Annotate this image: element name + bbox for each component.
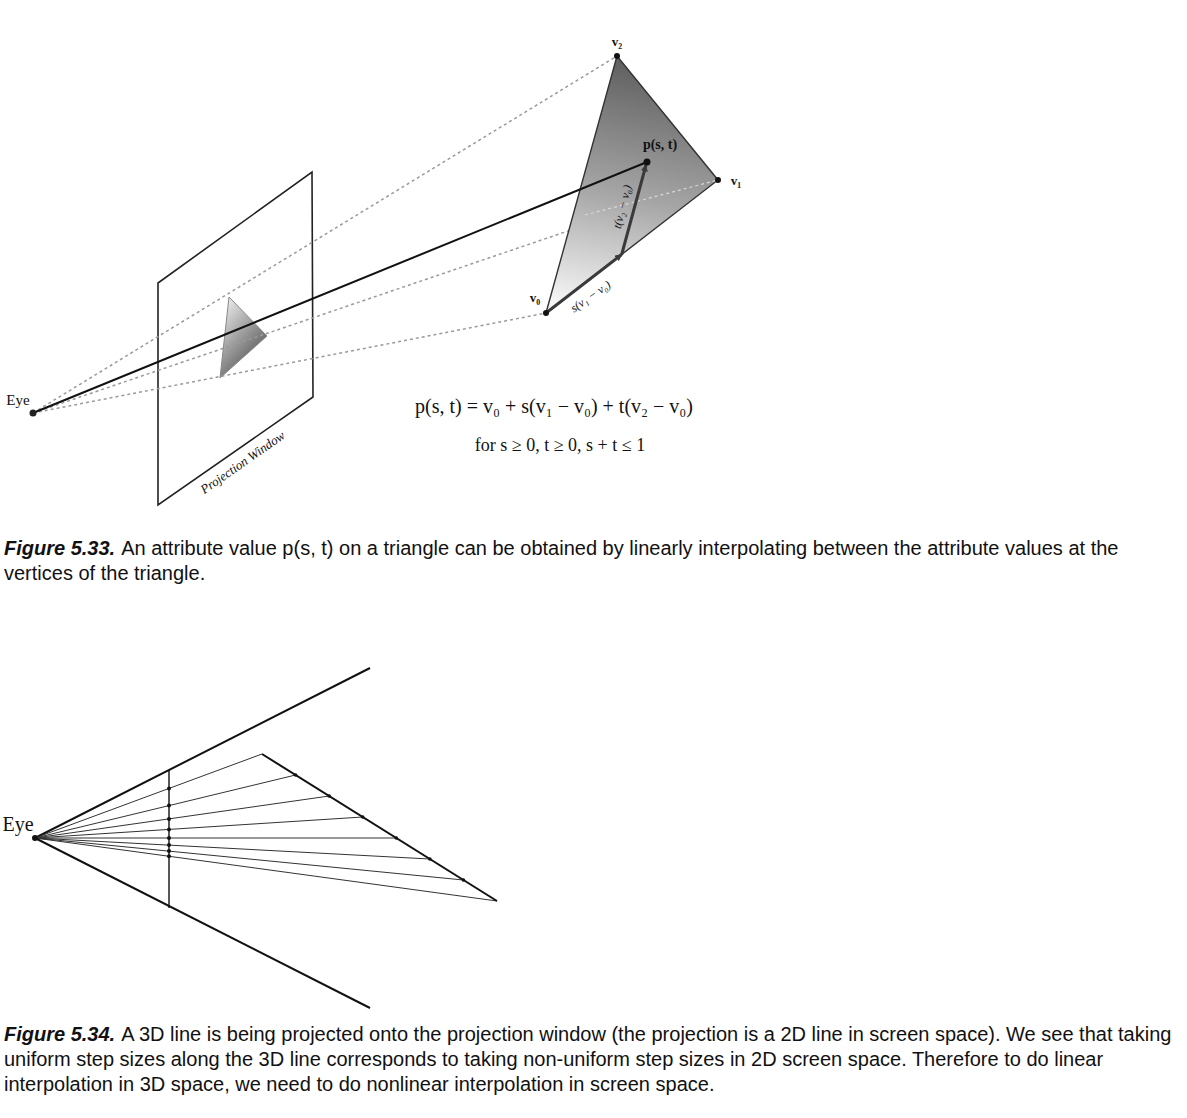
view-ray	[33, 162, 647, 413]
eye-label: Eye	[2, 813, 33, 836]
caption-text: A 3D line is being projected onto the pr…	[4, 1023, 1171, 1095]
sample-rays	[35, 754, 497, 901]
eye-label: Eye	[6, 392, 29, 409]
formula: p(s, t) = v₀ + s(v₁ − v₀) + t(v₂ − v₀)	[415, 395, 693, 418]
vertex-label: v₀	[530, 291, 540, 306]
formula-condition: for s ≥ 0, t ≥ 0, s + t ≤ 1	[475, 435, 645, 456]
projected-triangle	[220, 297, 267, 378]
eye-point	[30, 410, 37, 417]
hidden-ray	[585, 180, 718, 215]
vertex-label: v₂	[612, 35, 622, 50]
projected-points	[167, 786, 171, 858]
vector-label: t(v₂ − v₀)	[611, 184, 635, 230]
vertex	[614, 53, 620, 59]
figure-number: Figure 5.33.	[4, 537, 115, 559]
figure-number: Figure 5.34.	[4, 1023, 115, 1045]
figure-caption: Figure 5.34.A 3D line is being projected…	[4, 1022, 1180, 1097]
window-label: Projection Window	[198, 428, 288, 497]
sample-points	[294, 773, 465, 882]
line-3d	[262, 754, 497, 901]
eye-point	[32, 835, 38, 841]
projection-rays	[33, 56, 718, 413]
point	[644, 159, 651, 166]
vector-label: s(v₁ − v₀)	[568, 278, 613, 316]
projection-window	[158, 172, 313, 505]
point-label: p(s, t)	[643, 137, 677, 153]
vertex	[543, 310, 549, 316]
triangle	[546, 56, 718, 313]
figure-caption: Figure 5.33.An attribute value p(s, t) o…	[4, 536, 1180, 586]
vertex	[715, 177, 721, 183]
caption-text: An attribute value p(s, t) on a triangle…	[4, 537, 1118, 584]
vertex-label: v₁	[731, 174, 741, 189]
